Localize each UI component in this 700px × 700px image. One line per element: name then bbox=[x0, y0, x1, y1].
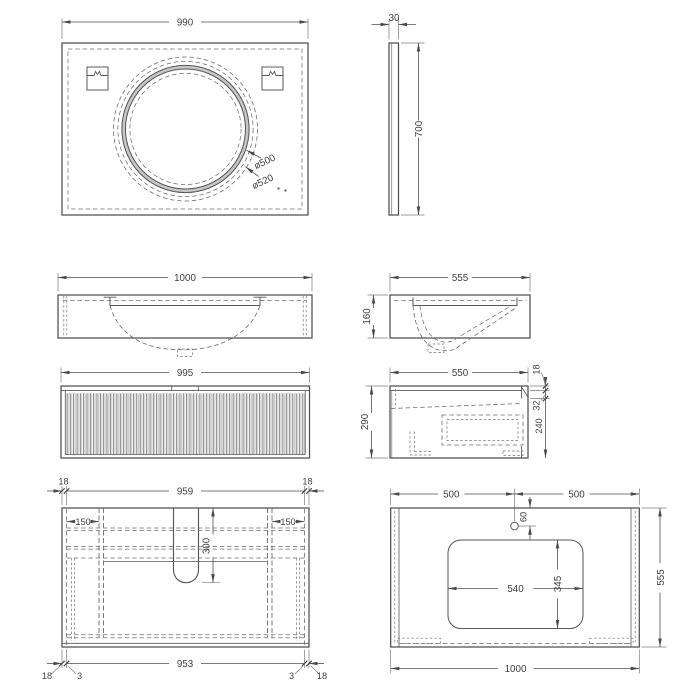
mirror-frame bbox=[61, 42, 309, 216]
mirror-ring-texture bbox=[122, 65, 249, 193]
basin-bowl-hidden bbox=[109, 305, 261, 351]
fluted-door-panel bbox=[66, 393, 305, 455]
tap-hole bbox=[510, 521, 519, 531]
dim-basin-depth: 555 bbox=[452, 273, 469, 284]
dim-cabinet-rail-32: 32 bbox=[532, 400, 542, 410]
benchtop-side bbox=[389, 294, 531, 339]
view-carcass-front: 18 959 18 150 150 300 953 18 3 3 bbox=[42, 476, 327, 681]
dim-tap-offset-60: 60 bbox=[518, 512, 528, 522]
dim-cutout-345: 345 bbox=[553, 575, 564, 592]
dim-cutout-540: 540 bbox=[507, 584, 524, 595]
dim-cabinet-top-18: 18 bbox=[532, 364, 542, 374]
mirror-inner-hidden-circle bbox=[129, 73, 242, 185]
mirror-led-halo-inner bbox=[117, 61, 254, 197]
mounting-strip-right bbox=[589, 637, 634, 644]
dim-carcass-left-18: 18 bbox=[58, 476, 68, 486]
basin-rim bbox=[109, 297, 261, 306]
cabinet-front-outline bbox=[60, 385, 311, 459]
view-counter-top: 500 500 60 540 345 555 1000 bbox=[390, 488, 667, 675]
dim-cabinet-front-240: 240 bbox=[534, 418, 544, 433]
hanger-bracket-right bbox=[261, 66, 284, 91]
counter-top-outline bbox=[390, 507, 640, 648]
basin-cutout bbox=[447, 539, 584, 630]
dim-cabinet-height: 290 bbox=[360, 413, 371, 430]
view-cabinet-side: 550 290 18 32 240 bbox=[360, 364, 550, 459]
dim-mirror-height: 700 bbox=[414, 120, 425, 137]
dim-bottom-left-3: 3 bbox=[77, 671, 82, 681]
mounting-strip-left bbox=[397, 637, 441, 644]
cabinet-side-outline bbox=[389, 385, 529, 459]
dim-bottom-953: 953 bbox=[177, 659, 194, 670]
mirror-glass-edge-outer bbox=[121, 64, 250, 194]
view-basin-front: 1000 bbox=[57, 273, 313, 357]
speck-dot bbox=[284, 189, 287, 192]
dim-bottom-left-18: 18 bbox=[42, 671, 52, 681]
mirror-glass-edge-inner bbox=[124, 68, 247, 190]
carcass-outline bbox=[61, 507, 310, 648]
mirror-led-halo-outer bbox=[113, 56, 258, 202]
dim-basin-height: 160 bbox=[362, 308, 373, 325]
dim-top-right-500: 500 bbox=[568, 489, 585, 500]
dim-top-depth-555: 555 bbox=[656, 569, 667, 586]
view-mirror-side: 30 700 bbox=[371, 13, 425, 216]
dim-carcass-right-18: 18 bbox=[302, 476, 312, 486]
mirror-back-plate bbox=[67, 48, 303, 210]
dim-top-width-1000: 1000 bbox=[505, 664, 527, 675]
basin-drain-side bbox=[427, 343, 445, 353]
dim-bottom-right-3: 3 bbox=[289, 671, 294, 681]
dim-mirror-width: 990 bbox=[177, 17, 194, 28]
dim-cabinet-width: 995 bbox=[177, 368, 194, 379]
dim-basin-width: 1000 bbox=[174, 273, 196, 284]
hanger-bracket-left bbox=[86, 66, 109, 91]
dim-left-bay-150: 150 bbox=[75, 517, 90, 527]
dim-carcass-959: 959 bbox=[177, 487, 193, 498]
dim-top-left-500: 500 bbox=[443, 489, 460, 500]
dim-mirror-dia-520: ø520 bbox=[250, 172, 275, 192]
speck-dot bbox=[277, 187, 280, 190]
view-mirror-front: 990 ø500 ø520 bbox=[61, 17, 309, 216]
dim-mirror-thickness: 30 bbox=[389, 13, 400, 24]
drawer-hidden-box-inner bbox=[446, 419, 519, 441]
view-cabinet-front: 995 bbox=[60, 367, 311, 459]
dim-cabinet-depth: 550 bbox=[452, 368, 469, 379]
plumbing-cutout-u bbox=[172, 508, 200, 584]
benchtop-front bbox=[57, 294, 313, 339]
drawer-hidden-box bbox=[441, 414, 524, 446]
dim-cutout-depth-300: 300 bbox=[201, 537, 212, 554]
mirror-profile bbox=[388, 42, 400, 216]
dim-right-bay-150: 150 bbox=[280, 517, 295, 527]
dim-bottom-right-18: 18 bbox=[317, 671, 327, 681]
view-basin-side: 555 160 bbox=[362, 273, 531, 353]
basin-drain bbox=[177, 348, 193, 357]
